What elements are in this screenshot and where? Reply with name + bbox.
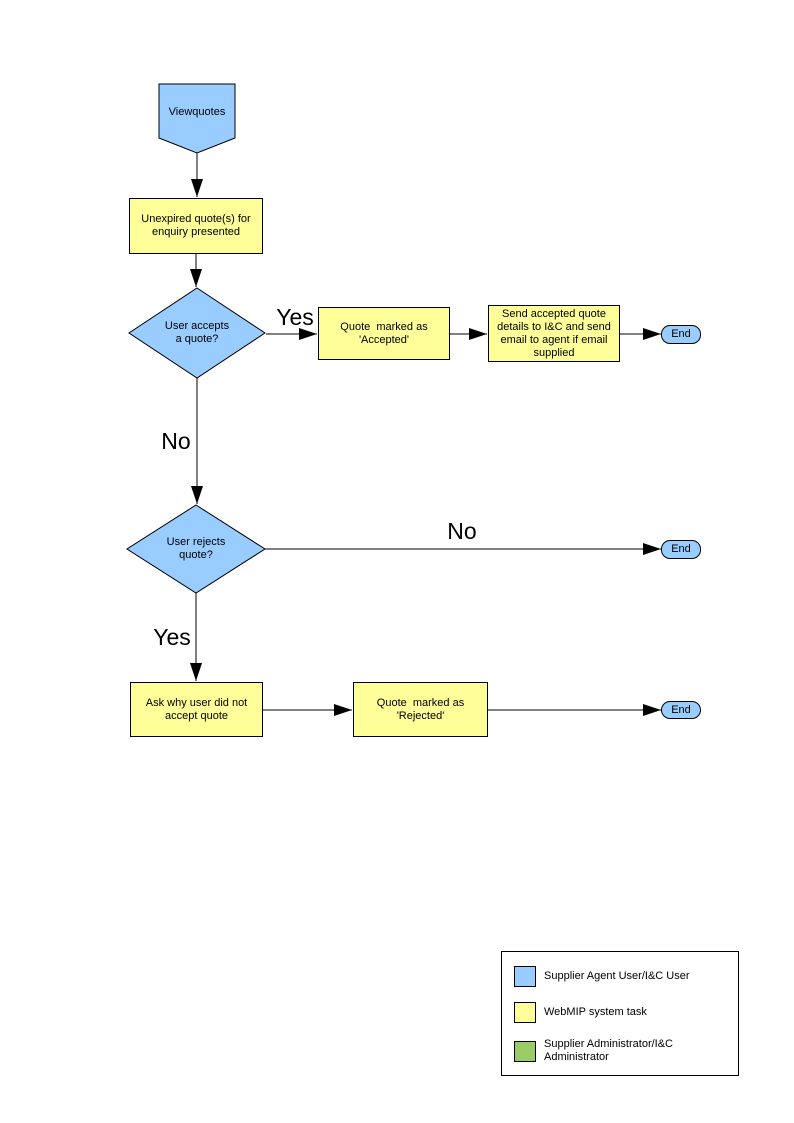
legend-row-supplier-agent-user: Supplier Agent User/I&C User: [514, 966, 730, 987]
legend-label-supplier-agent-user: Supplier Agent User/I&C User: [544, 970, 690, 982]
node-unexpired-quotes: Unexpired quote(s) for enquiry presented: [129, 198, 263, 254]
edge-label-reject-yes: Yes: [153, 624, 191, 650]
node-quote-marked-rejected: Quote marked as 'Rejected': [353, 682, 488, 737]
edge-label-accept-yes: Yes: [276, 304, 314, 330]
decision-reject-label: User rejects quote?: [166, 536, 226, 561]
legend-row-supplier-administrator: Supplier Administrator/I&C Administrator: [514, 1038, 730, 1064]
node-end-not-rejected: End: [661, 540, 701, 559]
node-ask-why-not-accept: Ask why user did not accept quote: [130, 682, 263, 737]
legend-swatch-blue: [514, 966, 536, 987]
legend-label-webmip-system-task: WebMIP system task: [544, 1006, 647, 1018]
legend-label-supplier-administrator: Supplier Administrator/I&C Administrator: [544, 1038, 673, 1063]
start-node-shape: [158, 83, 236, 154]
node-end-accepted: End: [661, 325, 701, 344]
legend-swatch-green: [514, 1040, 536, 1062]
edge-label-accept-no: No: [161, 428, 191, 454]
decision-accept-label: User accepts a quote?: [164, 320, 230, 345]
node-end-rejected: End: [661, 701, 701, 719]
node-send-accepted-details: Send accepted quote details to I&C and s…: [488, 305, 620, 362]
legend-row-webmip-system-task: WebMIP system task: [514, 1002, 730, 1023]
edge-label-reject-no: No: [447, 518, 477, 544]
legend: Supplier Agent User/I&C User WebMIP syst…: [501, 951, 739, 1076]
start-node-label: Viewquotes: [168, 105, 226, 118]
node-quote-marked-accepted: Quote marked as 'Accepted': [318, 307, 450, 360]
legend-swatch-yellow: [514, 1002, 536, 1023]
